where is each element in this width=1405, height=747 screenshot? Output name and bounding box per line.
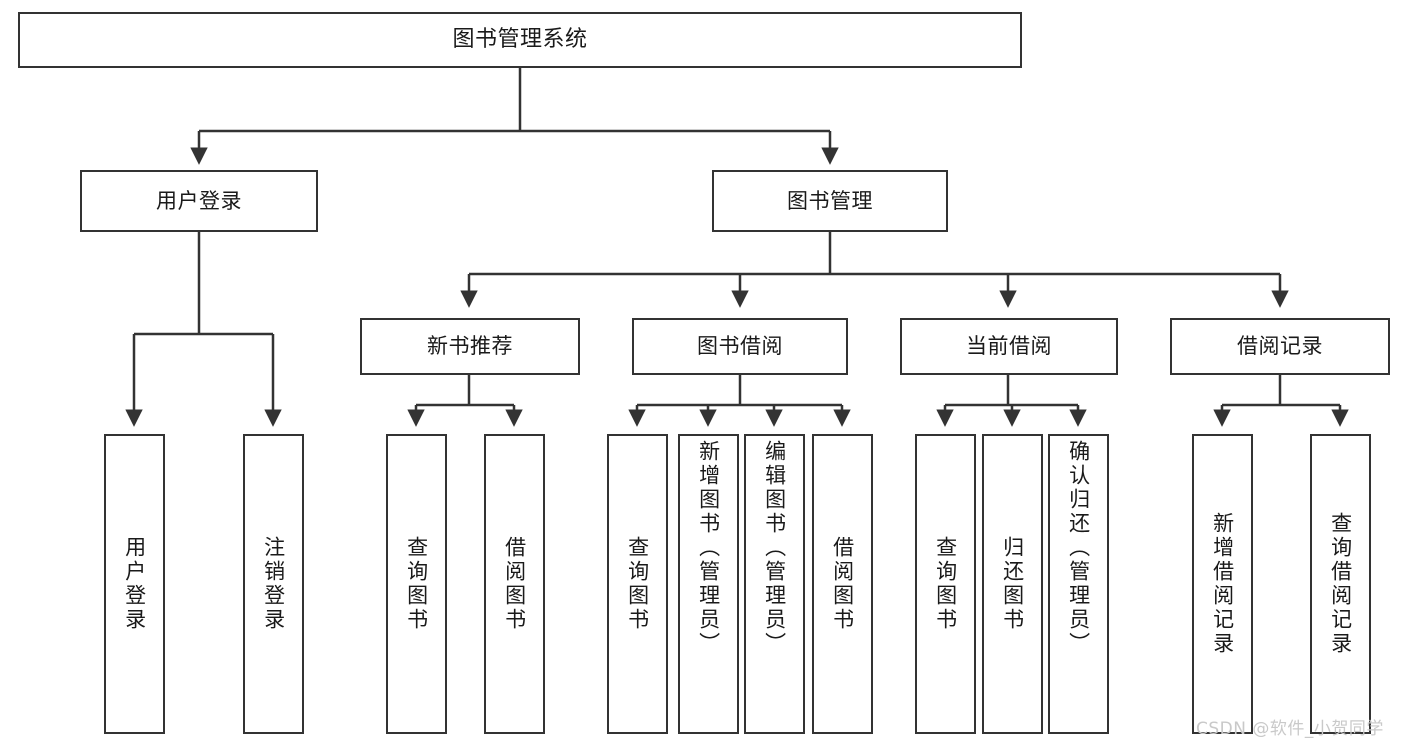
node-book-borrow[interactable]: 图书借阅 (632, 318, 848, 375)
node-leaf-return-book-label: 归还图书 (1000, 536, 1025, 632)
node-root[interactable]: 图书管理系统 (18, 12, 1022, 68)
node-leaf-add-record[interactable]: 新增借阅记录 (1192, 434, 1253, 734)
node-leaf-borrow-book-2-label: 借阅图书 (830, 536, 855, 632)
node-current-borrow[interactable]: 当前借阅 (900, 318, 1118, 375)
node-leaf-edit-book-label: 编辑图书（管理员） (762, 440, 787, 656)
node-leaf-query-record[interactable]: 查询借阅记录 (1310, 434, 1371, 734)
node-leaf-add-book-label: 新增图书（管理员） (696, 440, 721, 656)
node-leaf-return-book[interactable]: 归还图书 (982, 434, 1043, 734)
node-user-login-label: 用户登录 (156, 188, 242, 213)
node-leaf-confirm-return[interactable]: 确认归还（管理员） (1048, 434, 1109, 734)
node-leaf-add-record-label: 新增借阅记录 (1210, 512, 1235, 656)
node-borrow-record[interactable]: 借阅记录 (1170, 318, 1390, 375)
node-leaf-query-record-label: 查询借阅记录 (1328, 512, 1353, 656)
node-leaf-borrow-book-2[interactable]: 借阅图书 (812, 434, 873, 734)
node-leaf-borrow-book-1-label: 借阅图书 (502, 536, 527, 632)
node-leaf-query-book-1-label: 查询图书 (404, 536, 429, 632)
node-book-manage[interactable]: 图书管理 (712, 170, 948, 232)
node-leaf-user-logout[interactable]: 注销登录 (243, 434, 304, 734)
node-leaf-user-login-label: 用户登录 (122, 536, 147, 632)
node-leaf-borrow-book-1[interactable]: 借阅图书 (484, 434, 545, 734)
node-book-borrow-label: 图书借阅 (697, 334, 783, 359)
node-leaf-query-book-3[interactable]: 查询图书 (915, 434, 976, 734)
node-leaf-query-book-2[interactable]: 查询图书 (607, 434, 668, 734)
node-root-label: 图书管理系统 (452, 27, 588, 53)
node-leaf-user-login[interactable]: 用户登录 (104, 434, 165, 734)
node-new-book-recommend-label: 新书推荐 (427, 334, 513, 359)
node-leaf-user-logout-label: 注销登录 (261, 536, 286, 632)
node-borrow-record-label: 借阅记录 (1237, 334, 1323, 359)
node-book-manage-label: 图书管理 (787, 188, 873, 213)
node-leaf-query-book-2-label: 查询图书 (625, 536, 650, 632)
node-leaf-query-book-3-label: 查询图书 (933, 536, 958, 632)
node-leaf-edit-book[interactable]: 编辑图书（管理员） (744, 434, 805, 734)
node-user-login[interactable]: 用户登录 (80, 170, 318, 232)
csdn-watermark: CSDN @软件_小贺同学 (1196, 719, 1384, 739)
node-current-borrow-label: 当前借阅 (966, 334, 1052, 359)
node-leaf-query-book-1[interactable]: 查询图书 (386, 434, 447, 734)
node-leaf-add-book[interactable]: 新增图书（管理员） (678, 434, 739, 734)
node-new-book-recommend[interactable]: 新书推荐 (360, 318, 580, 375)
node-leaf-confirm-return-label: 确认归还（管理员） (1066, 440, 1091, 656)
